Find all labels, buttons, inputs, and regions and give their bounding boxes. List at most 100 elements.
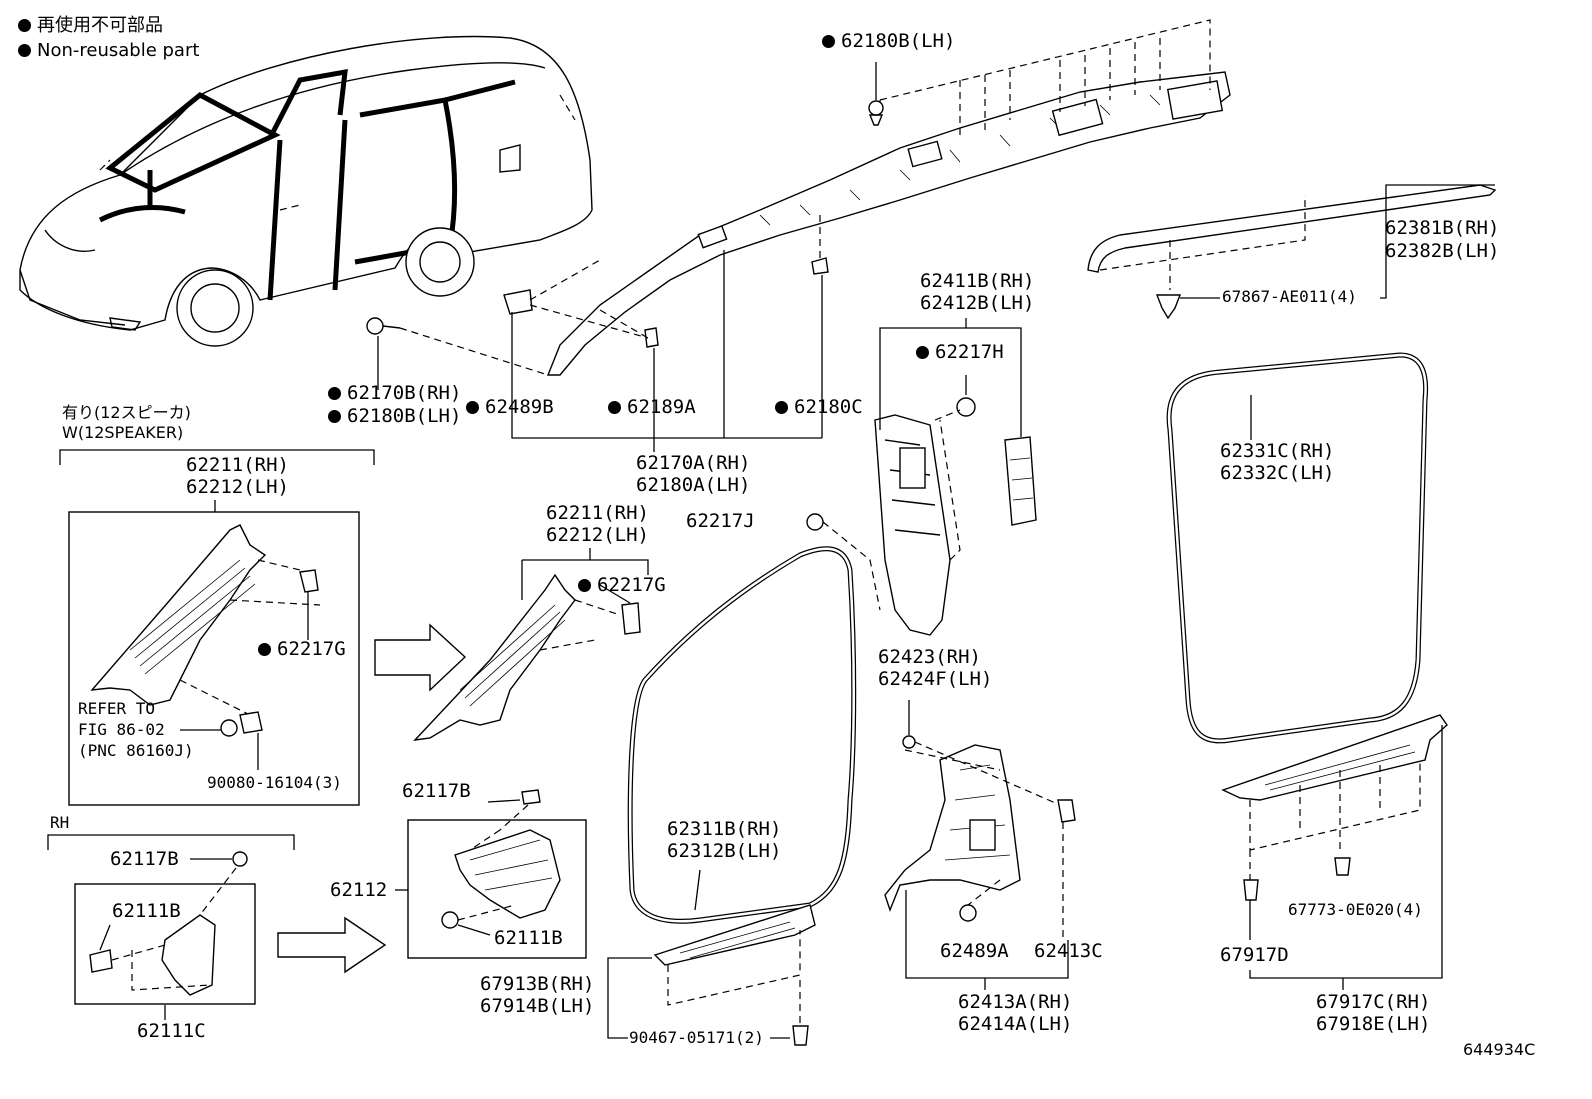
label-90080: 90080-16104(3) — [207, 773, 342, 792]
label-62111B-left: 62111B — [112, 900, 181, 922]
non-reusable-dot-icon — [822, 35, 835, 48]
non-reusable-dot-icon — [328, 387, 341, 400]
label-62112: 62112 — [330, 879, 388, 901]
legend-jp-text: 再使用不可部品 — [37, 15, 163, 36]
label-62381B: 62381B(RH) — [1385, 217, 1500, 239]
clip-62180B-top — [868, 62, 884, 126]
label-62180A: 62180A(LH) — [636, 474, 751, 496]
label-62180B-mid: 62180B(LH) — [328, 405, 461, 427]
label-62331C: 62331C(RH) — [1220, 440, 1335, 462]
refer-line3: (PNC 86160J) — [78, 741, 194, 760]
part-number: 62489B — [485, 396, 554, 418]
legend-en: Non-reusable part — [18, 40, 199, 62]
part-number: 62180C — [794, 396, 863, 418]
front-scuff-plate — [607, 904, 816, 1046]
non-reusable-dot-icon — [466, 401, 479, 414]
section-12speaker-jp: 有り(12スピーカ) — [62, 403, 191, 422]
label-62413C: 62413C — [1034, 940, 1103, 962]
clip-62189A — [644, 327, 659, 348]
label-62413A: 62413A(RH) — [958, 991, 1073, 1013]
label-62411B: 62411B(RH) — [920, 270, 1035, 292]
label-62180B-top: 62180B(LH) — [822, 30, 955, 52]
part-number: 62217G — [277, 638, 346, 660]
rear-door-weatherstrip — [1166, 352, 1429, 744]
label-67917D: 67917D — [1220, 944, 1289, 966]
label-62212-left: 62212(LH) — [186, 476, 289, 498]
label-62212-middle: 62212(LH) — [546, 524, 649, 546]
label-62217G-middle: 62217G — [578, 574, 666, 596]
rear-scuff-plate — [1221, 714, 1448, 990]
label-62111B-middle: 62111B — [494, 927, 563, 949]
kick-panel-rh — [89, 851, 248, 1020]
non-reusable-dot-icon — [578, 579, 591, 592]
box-62111C — [74, 883, 256, 1005]
label-62217J: 62217J — [686, 510, 755, 532]
front-door-weatherstrip — [627, 546, 857, 924]
label-67918E: 67918E(LH) — [1316, 1013, 1431, 1035]
label-62117B-left: 62117B — [110, 848, 179, 870]
label-62489A: 62489A — [940, 940, 1009, 962]
clip-62180C — [811, 215, 829, 438]
label-67773: 67773-0E020(4) — [1288, 900, 1423, 919]
kick-panel-62112 — [395, 789, 561, 936]
clip-62489B — [503, 259, 649, 339]
label-62211-left: 62211(RH) — [186, 454, 289, 476]
label-62311B: 62311B(RH) — [667, 818, 782, 840]
quarter-pillar-garnish — [884, 700, 1076, 990]
non-reusable-dot-icon — [328, 410, 341, 423]
part-number: 62180B(LH) — [347, 405, 462, 427]
label-62189A: 62189A — [608, 396, 696, 418]
section-12speaker-en: W(12SPEAKER) — [62, 423, 184, 442]
part-number: 62217G — [597, 574, 666, 596]
label-62489B: 62489B — [466, 396, 554, 418]
arrow-right-1 — [374, 623, 467, 692]
refer-line2: FIG 86-02 — [78, 720, 165, 739]
non-reusable-dot-icon — [608, 401, 621, 414]
b-pillar-garnish — [806, 318, 1037, 636]
non-reusable-dot-icon — [258, 643, 271, 656]
bolt-62170B — [366, 317, 549, 390]
legend-en-text: Non-reusable part — [37, 40, 200, 61]
label-67914B: 67914B(LH) — [480, 995, 595, 1017]
label-62423: 62423(RH) — [878, 646, 981, 668]
non-reusable-dot-icon — [18, 44, 31, 57]
non-reusable-dot-icon — [916, 346, 929, 359]
label-62117B-middle: 62117B — [402, 780, 471, 802]
label-62217G-left: 62217G — [258, 638, 346, 660]
label-67913B: 67913B(RH) — [480, 973, 595, 995]
part-number: 62189A — [627, 396, 696, 418]
label-62312B: 62312B(LH) — [667, 840, 782, 862]
figure-id: 644934C — [1463, 1040, 1536, 1059]
box-62112 — [407, 819, 587, 959]
label-62211-middle: 62211(RH) — [546, 502, 649, 524]
bracket-rh — [47, 834, 295, 850]
non-reusable-dot-icon — [775, 401, 788, 414]
label-62111C: 62111C — [137, 1020, 206, 1042]
part-number: 62217H — [935, 341, 1004, 363]
legend-jp: 再使用不可部品 — [18, 15, 163, 37]
part-number: 62180B(LH) — [841, 30, 956, 52]
label-rh: RH — [50, 813, 70, 832]
label-62424F: 62424F(LH) — [878, 668, 993, 690]
a-pillar-garnish-left — [90, 524, 321, 770]
non-reusable-dot-icon — [18, 19, 31, 32]
label-62382B: 62382B(LH) — [1385, 240, 1500, 262]
label-62170B: 62170B(RH) — [328, 382, 461, 404]
a-pillar-garnish-middle — [413, 573, 641, 741]
roof-drip-moulding — [1087, 184, 1497, 320]
label-67917C: 67917C(RH) — [1316, 991, 1431, 1013]
bracket-12speaker — [59, 449, 375, 465]
label-62180C: 62180C — [775, 396, 863, 418]
arrow-right-2 — [277, 916, 387, 974]
label-62412B: 62412B(LH) — [920, 292, 1035, 314]
label-67867: 67867-AE011(4) — [1222, 287, 1357, 306]
box-62211-12speaker — [68, 511, 360, 806]
label-62170A: 62170A(RH) — [636, 452, 751, 474]
label-62217H: 62217H — [916, 341, 1004, 363]
label-90467: 90467-05171(2) — [629, 1028, 764, 1047]
label-62414A: 62414A(LH) — [958, 1013, 1073, 1035]
vehicle-illustration — [19, 35, 593, 347]
part-number: 62170B(RH) — [347, 382, 462, 404]
